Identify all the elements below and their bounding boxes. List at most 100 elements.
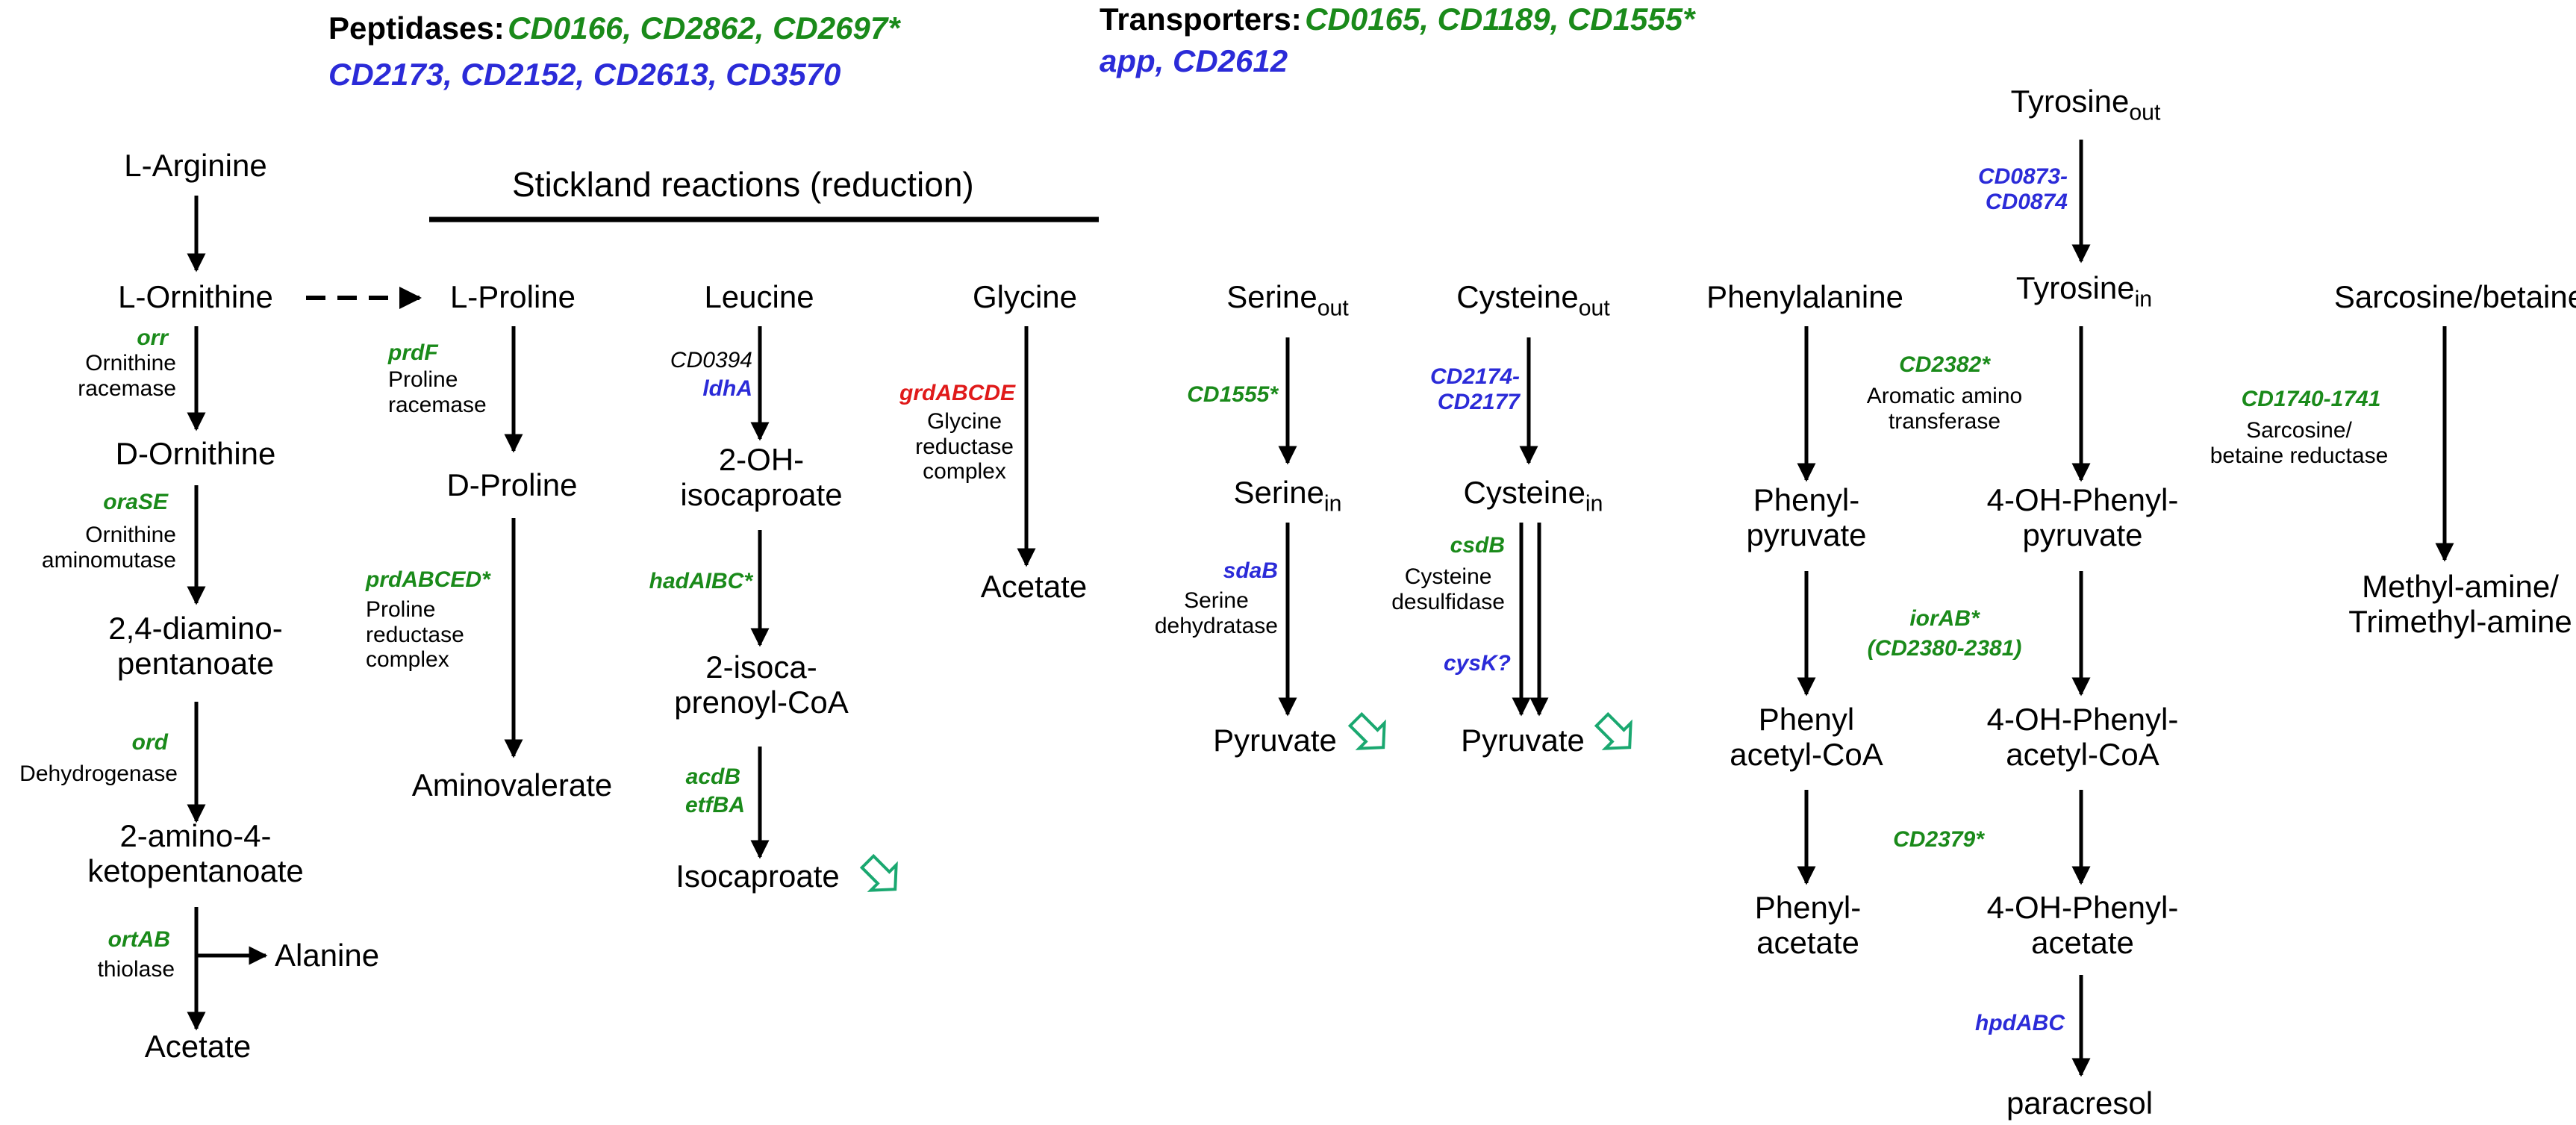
metabolite-oh-phenylacetyl-coa: 4-OH-Phenyl- acetyl-CoA xyxy=(1987,702,2179,772)
metabolite-aminoketopentanoate-line2: ketopentanoate xyxy=(87,853,304,889)
metabolite-phenylacetate: Phenyl- acetate xyxy=(1755,890,1861,960)
gene-orr: orr xyxy=(137,325,168,350)
enzyme-sarcosine-reductase-line2: betaine reductase xyxy=(2209,443,2389,468)
enzyme-glycine-reductase-line2: reductase xyxy=(915,434,1014,459)
export-arrow-isocaproate xyxy=(859,853,898,892)
metabolite-oh-phenylacetate-line1: 4-OH-Phenyl- xyxy=(1986,890,2179,925)
metabolite-serine-out-name: Serine xyxy=(1226,279,1317,314)
metabolite-diaminopentanoate-line1: 2,4-diamino- xyxy=(108,611,283,646)
gene-cd1740-1741: CD1740-1741 xyxy=(2241,387,2381,411)
metabolite-phenylacetyl-coa-line1: Phenyl xyxy=(1758,702,1855,737)
metabolite-phenylacetate-line2: acetate xyxy=(1756,925,1859,961)
metabolite-oh-phenylacetyl-coa-line1: 4-OH-Phenyl- xyxy=(1986,702,2179,737)
metabolite-cysteine-out: Cysteineout xyxy=(1456,279,1609,320)
enzyme-proline-racemase-line1: Proline xyxy=(388,367,458,392)
gene-cd0873-line2: CD0874 xyxy=(1985,189,2068,214)
metabolite-cysteine-out-name: Cysteine xyxy=(1456,279,1579,314)
metabolite-isocaprenoyl-coa-line2: prenoyl-CoA xyxy=(674,685,849,720)
metabolite-phenylacetyl-coa-line2: acetyl-CoA xyxy=(1730,737,1883,773)
enzyme-aromatic-transferase-line2: transferase xyxy=(1888,408,2001,434)
enzyme-serine-dehydratase: Serine dehydratase xyxy=(1155,588,1278,638)
metabolite-tyrosine-in-name: Tyrosine xyxy=(2015,270,2135,305)
metabolite-methylamine-line2: Trimethyl-amine xyxy=(2348,604,2572,640)
gene-ldha: ldhA xyxy=(702,376,752,401)
enzyme-proline-racemase: Proline racemase xyxy=(388,367,487,417)
enzyme-proline-reductase-line3: complex xyxy=(366,647,449,673)
metabolite-diaminopentanoate-line2: pentanoate xyxy=(116,646,275,682)
enzyme-proline-reductase-line2: reductase xyxy=(366,622,464,647)
enzyme-cysteine-desulfidase-line1: Cysteine xyxy=(1404,564,1492,589)
gene-sdab: sdaB xyxy=(1223,558,1278,583)
metabolite-serine-in-name: Serine xyxy=(1233,475,1324,510)
enzyme-ornithine-aminomutase-line1: Ornithine xyxy=(85,523,176,547)
metabolite-phenylacetyl-coa: Phenyl acetyl-CoA xyxy=(1730,702,1883,772)
subscript-in: in xyxy=(2134,287,2153,312)
gene-cysk: cysK? xyxy=(1443,651,1511,676)
peptidases-blue-genes: CD2173, CD2152, CD2613, CD3570 xyxy=(328,57,841,92)
enzyme-proline-reductase: Proline reductase complex xyxy=(366,597,464,673)
metabolite-cysteine-in-name: Cysteine xyxy=(1463,475,1585,510)
metabolite-phenylpyruvate-line1: Phenyl- xyxy=(1753,482,1860,517)
metabolite-alanine: Alanine xyxy=(275,938,380,973)
metabolite-sarcosine-betaine: Sarcosine/betaine xyxy=(2333,279,2576,314)
gene-cd2174-2177: CD2174- CD2177 xyxy=(1430,364,1520,414)
gene-cd1555: CD1555* xyxy=(1187,382,1278,407)
enzyme-serine-dehydratase-line1: Serine xyxy=(1184,588,1249,613)
metabolite-oh-isocaproate: 2-OH- isocaproate xyxy=(680,442,842,512)
metabolite-isocaproate: Isocaproate xyxy=(676,858,840,894)
metabolite-pyruvate-cysteine: Pyruvate xyxy=(1461,723,1585,758)
transporters-blue-genes: app, CD2612 xyxy=(1100,43,1288,78)
gene-cd0394: CD0394 xyxy=(670,348,752,373)
metabolite-tyrosine-in: Tyrosinein xyxy=(2015,270,2152,311)
gene-cd2379: CD2379* xyxy=(1893,827,1984,852)
metabolite-glycine: Glycine xyxy=(972,279,1078,314)
metabolite-serine-in: Serinein xyxy=(1233,475,1342,515)
metabolite-oh-phenylacetyl-coa-line2: acetyl-CoA xyxy=(2006,737,2159,773)
metabolite-methylamine-line1: Methyl-amine/ xyxy=(2362,569,2559,604)
metabolite-phenylalanine: Phenylalanine xyxy=(1706,279,1903,314)
metabolite-oh-isocaproate-line1: 2-OH- xyxy=(718,442,805,477)
gene-hpdabc: hpdABC xyxy=(1975,1011,2065,1035)
metabolite-oh-isocaproate-line2: isocaproate xyxy=(680,477,843,513)
transporters-label: Transporters: xyxy=(1100,1,1302,37)
gene-iorab: iorAB* xyxy=(1909,606,1980,631)
metabolite-methylamine-trimethylamine: Methyl-amine/ Trimethyl-amine xyxy=(2348,569,2572,639)
gene-cd2382: CD2382* xyxy=(1899,352,1990,377)
metabolite-d-ornithine: D-Ornithine xyxy=(115,436,276,471)
metabolite-tyrosine-out: Tyrosineout xyxy=(2011,84,2161,124)
enzyme-dehydrogenase: Dehydrogenase xyxy=(19,761,178,786)
peptidases-green-genes: CD0166, CD2862, CD2697* xyxy=(508,10,900,46)
gene-orase: oraSE xyxy=(103,490,168,514)
stickland-title: Stickland reactions (reduction) xyxy=(512,165,974,204)
metabolite-diaminopentanoate: 2,4-diamino- pentanoate xyxy=(108,611,282,681)
gene-hadaibc: hadAIBC* xyxy=(649,569,752,593)
metabolite-aminoketopentanoate-line1: 2-amino-4- xyxy=(119,818,272,853)
export-arrow-pyruvate-cysteine xyxy=(1594,711,1632,750)
metabolite-acetate-glycine: Acetate xyxy=(980,569,1088,604)
metabolite-phenylpyruvate-line2: pyruvate xyxy=(1746,517,1867,553)
transporters-line-1: Transporters: CD0165, CD1189, CD1555* xyxy=(1100,1,1694,37)
subscript-in: in xyxy=(1323,491,1342,517)
enzyme-cysteine-desulfidase: Cysteine desulfidase xyxy=(1391,564,1505,614)
gene-csdb: csdB xyxy=(1450,533,1505,558)
metabolite-cysteine-in: Cysteinein xyxy=(1463,475,1603,515)
metabolite-pyruvate-serine: Pyruvate xyxy=(1213,723,1337,758)
gene-grdabcde: grdABCDE xyxy=(899,381,1015,405)
gene-cd2174-line1: CD2174- xyxy=(1429,364,1520,389)
subscript-out: out xyxy=(1317,296,1349,321)
metabolite-isocaprenoyl-coa-line1: 2-isoca- xyxy=(705,649,817,685)
metabolite-aminoketopentanoate: 2-amino-4- ketopentanoate xyxy=(87,818,304,888)
enzyme-ornithine-aminomutase-line2: aminomutase xyxy=(41,547,176,573)
gene-prdabced: prdABCED* xyxy=(366,567,490,592)
metabolite-phenylacetate-line1: Phenyl- xyxy=(1754,890,1862,925)
enzyme-cysteine-desulfidase-line2: desulfidase xyxy=(1391,589,1505,614)
gene-etfba: etfBA xyxy=(685,793,745,817)
gene-cd2174-line2: CD2177 xyxy=(1437,389,1520,414)
subscript-out: out xyxy=(1578,296,1610,321)
metabolite-oh-phenylacetate: 4-OH-Phenyl- acetate xyxy=(1987,890,2179,960)
metabolite-l-proline: L-Proline xyxy=(449,279,576,314)
enzyme-glycine-reductase: Glycine reductase complex xyxy=(915,409,1014,484)
peptidases-label: Peptidases: xyxy=(328,10,505,46)
enzyme-ornithine-aminomutase: Ornithine aminomutase xyxy=(42,523,176,573)
gene-prdf: prdF xyxy=(388,340,438,365)
